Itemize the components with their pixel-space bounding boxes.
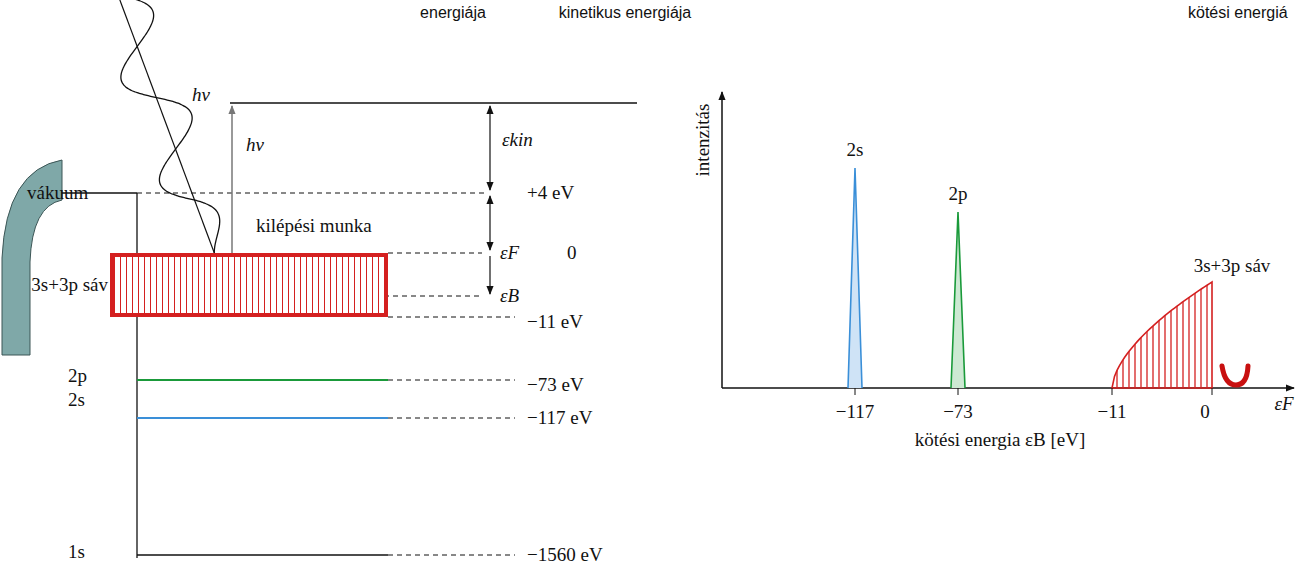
2p-peak bbox=[951, 212, 965, 388]
2s-level bbox=[137, 417, 388, 419]
work-function-arrow bbox=[489, 196, 490, 250]
tick bbox=[855, 388, 856, 395]
intensity-axis bbox=[721, 92, 723, 388]
peak-label: 2s bbox=[847, 140, 864, 161]
level-name: 2s bbox=[68, 390, 85, 411]
photon-symbol: hν bbox=[192, 85, 210, 106]
axis-title: kötési energia εB [eV] bbox=[915, 430, 1086, 451]
fermi-dash bbox=[388, 253, 482, 254]
tick bbox=[1212, 388, 1213, 395]
energy-axis bbox=[136, 193, 137, 558]
2s-peak bbox=[848, 168, 862, 388]
peak-label: 2p bbox=[949, 184, 968, 205]
band-label: 3s+3p sáv bbox=[31, 275, 108, 296]
energy-value: −73 eV bbox=[527, 375, 584, 396]
red-curved-mark bbox=[1222, 366, 1248, 385]
top-text: kinetikus energiája bbox=[559, 4, 692, 22]
top-text: kötési energiá bbox=[1188, 4, 1288, 22]
quantity-name: kilépési munka bbox=[256, 216, 372, 237]
energy-value: +4 eV bbox=[527, 183, 574, 204]
top-text: energiája bbox=[420, 4, 486, 22]
tick-label: −73 bbox=[943, 402, 973, 423]
energy-band: 3s+3p sáv bbox=[110, 253, 388, 317]
energy-symbol: εF bbox=[500, 243, 519, 264]
2p-level bbox=[137, 379, 388, 381]
tick bbox=[958, 388, 959, 395]
level-dash bbox=[388, 380, 515, 381]
photon-symbol: hν bbox=[246, 135, 264, 156]
tick-label: −11 bbox=[1097, 402, 1126, 423]
energy-value: −117 eV bbox=[527, 408, 592, 429]
level-name: 1s bbox=[68, 542, 85, 563]
energy-symbol: εkin bbox=[502, 130, 533, 151]
kinetic-arrow bbox=[489, 106, 490, 190]
axis-title: intenzitás bbox=[693, 104, 714, 177]
tick-label: −117 bbox=[836, 402, 875, 423]
dashed-level bbox=[137, 193, 488, 194]
level-name: vákuum bbox=[27, 183, 88, 204]
photon-wave bbox=[118, 0, 222, 272]
energy-value: −11 eV bbox=[527, 312, 583, 333]
photon-ray bbox=[118, 0, 227, 287]
level-dash bbox=[388, 418, 515, 419]
tick bbox=[1112, 388, 1113, 395]
final-level bbox=[230, 102, 637, 103]
level-name: 2p bbox=[68, 366, 87, 387]
level-dash bbox=[388, 555, 515, 556]
band-spectrum bbox=[1112, 282, 1212, 388]
energy-value: −1560 eV bbox=[527, 545, 603, 566]
band-bottom-dash bbox=[388, 317, 515, 318]
energy-symbol: εB bbox=[500, 286, 519, 307]
peak-label: 3s+3p sáv bbox=[1194, 256, 1271, 277]
energy-value: 0 bbox=[567, 243, 577, 264]
tick-label: 0 bbox=[1200, 402, 1210, 423]
axis-symbol: εF bbox=[1274, 394, 1293, 415]
1s-level bbox=[137, 554, 388, 556]
binding-arrow bbox=[489, 256, 490, 294]
